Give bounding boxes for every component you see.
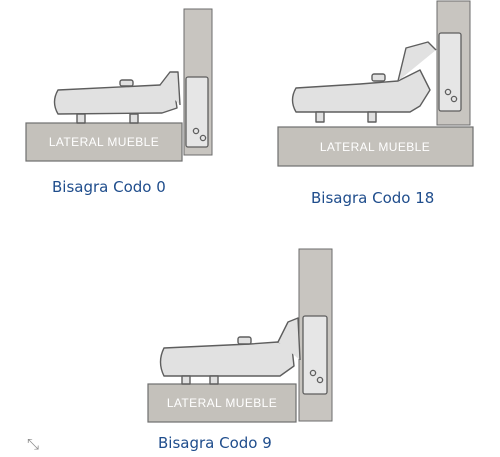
panel-label: LATERAL MUEBLE xyxy=(167,396,277,410)
hinge-arm xyxy=(159,317,301,385)
panel-label: LATERAL MUEBLE xyxy=(49,135,159,149)
hinge-cup xyxy=(438,32,462,112)
hinge-diagram-codo-9: LATERAL MUEBLE Bisagra Codo 9 xyxy=(147,248,333,452)
cabinet-side-panel xyxy=(277,126,474,167)
hinge-cup xyxy=(302,315,328,395)
hinge-arm xyxy=(53,71,181,124)
cabinet-side-panel xyxy=(25,122,183,162)
panel-label: LATERAL MUEBLE xyxy=(320,140,430,154)
hinge-cup xyxy=(185,76,209,148)
hinge-arm xyxy=(291,41,437,123)
cabinet-side-panel xyxy=(147,383,297,423)
caption: Bisagra Codo 18 xyxy=(311,189,434,207)
caption: Bisagra Codo 9 xyxy=(158,434,272,452)
expand-arrows-icon[interactable]: ⤡ xyxy=(26,436,39,453)
hinge-diagram-codo-18: LATERAL MUEBLE Bisagra Codo 18 xyxy=(277,0,474,207)
hinge-diagram-codo-0: LATERAL MUEBLE Bisagra Codo 0 xyxy=(25,8,213,196)
caption: Bisagra Codo 0 xyxy=(52,178,166,196)
